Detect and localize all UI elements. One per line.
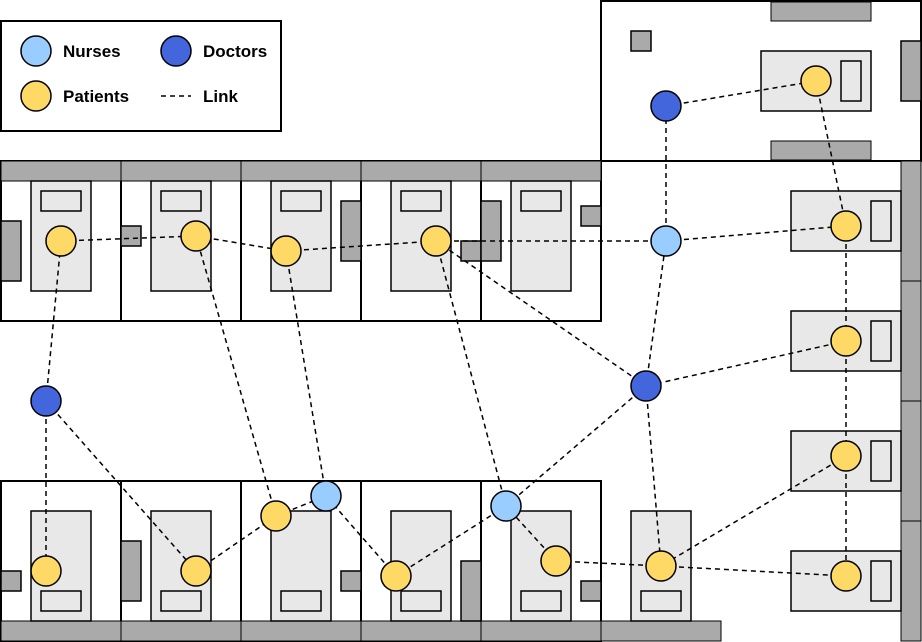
side-table xyxy=(580,580,602,602)
doctor-node-d2 xyxy=(630,370,662,402)
side-table xyxy=(0,220,22,282)
nurse-node-n1 xyxy=(650,225,682,257)
legend-nurse-marker xyxy=(20,35,52,67)
link-d2-n2 xyxy=(505,385,647,507)
top-right-wall-bar xyxy=(770,1,872,22)
pillow-right-4 xyxy=(870,560,892,602)
bottom-room-wall xyxy=(120,620,242,642)
side-table xyxy=(340,200,362,262)
side-table xyxy=(480,200,502,262)
top-room-wall xyxy=(480,160,602,182)
patient-node-p12 xyxy=(45,225,77,257)
pillow-bottom-3 xyxy=(280,590,322,612)
side-table xyxy=(0,570,22,592)
side-table xyxy=(340,570,362,592)
legend-patients-label: Patients xyxy=(63,87,129,106)
pillow-bottom-1 xyxy=(40,590,82,612)
pillow-bottom-5 xyxy=(520,590,562,612)
link-p8-p9 xyxy=(195,515,277,572)
pillow-top-right xyxy=(840,60,862,102)
legend: Nurses Doctors Patients Link xyxy=(0,20,282,132)
nurse-node-n2 xyxy=(490,490,522,522)
pillow-right-3 xyxy=(870,440,892,482)
patient-node-p8 xyxy=(180,555,212,587)
link-n2-p14 xyxy=(395,505,507,577)
side-table xyxy=(580,205,602,227)
top-right-cabinet xyxy=(630,30,652,52)
doctor-node-d3 xyxy=(650,90,682,122)
pillow-top-1 xyxy=(40,190,82,212)
patient-node-p13 xyxy=(420,225,452,257)
links-layer xyxy=(45,80,847,577)
side-table xyxy=(460,560,482,622)
patient-node-p4 xyxy=(645,550,677,582)
legend-patient-marker xyxy=(20,80,52,112)
link-n1-p1 xyxy=(665,225,847,242)
top-right-side-table xyxy=(900,40,922,102)
link-d2-n1 xyxy=(645,240,667,387)
link-p12-p10 xyxy=(60,235,197,242)
legend-nurses-label: Nurses xyxy=(63,42,121,61)
patient-node-p10 xyxy=(180,220,212,252)
nodes-layer xyxy=(30,65,862,592)
legend-doctors-label: Doctors xyxy=(203,42,267,61)
bottom-rooms xyxy=(0,480,722,642)
pillow-top-4 xyxy=(400,190,442,212)
bottom-room-wall xyxy=(480,620,602,642)
patient-node-p7 xyxy=(30,555,62,587)
top-room-wall xyxy=(0,160,122,182)
doctor-node-d1 xyxy=(30,385,62,417)
bottom-room-wall xyxy=(240,620,362,642)
pillow-top-5 xyxy=(520,190,562,212)
patient-node-p1 xyxy=(830,210,862,242)
link-p5-p1 xyxy=(815,80,847,227)
link-d3-p5 xyxy=(665,80,817,107)
top-room-wall xyxy=(360,160,482,182)
link-d2-p4 xyxy=(645,385,662,567)
pillow-top-3 xyxy=(280,190,322,212)
link-d1-p8 xyxy=(45,400,197,572)
side-table xyxy=(460,240,482,262)
top-room-wall xyxy=(120,160,242,182)
link-p9-p10 xyxy=(195,235,277,517)
legend-link-label: Link xyxy=(203,87,238,106)
bottom-room-wall xyxy=(0,620,122,642)
link-p11-p13 xyxy=(285,240,437,252)
patient-node-p9 xyxy=(260,500,292,532)
patient-node-p6 xyxy=(830,560,862,592)
pillow-top-2 xyxy=(160,190,202,212)
link-d2-p13 xyxy=(435,240,647,387)
side-table xyxy=(120,540,142,602)
top-right-wall-bar-bottom xyxy=(770,140,872,161)
patient-node-p14 xyxy=(380,560,412,592)
link-p4-p6 xyxy=(660,565,847,577)
pillow-bottom-4 xyxy=(400,590,442,612)
link-p2-d2 xyxy=(645,340,847,387)
patient-node-p11 xyxy=(270,235,302,267)
pillow-bottom-6 xyxy=(640,590,682,612)
bottom-room-wall xyxy=(360,620,482,642)
pillow-right-2 xyxy=(870,320,892,362)
link-p13-n2 xyxy=(435,240,507,507)
patient-node-p2 xyxy=(830,325,862,357)
side-table xyxy=(120,225,142,247)
pillow-bottom-2 xyxy=(160,590,202,612)
legend-box xyxy=(0,20,282,132)
patient-node-p5 xyxy=(800,65,832,97)
pillow-right-1 xyxy=(870,200,892,242)
nurse-node-n3 xyxy=(310,480,342,512)
patient-node-p15 xyxy=(540,545,572,577)
bottom-room-wall xyxy=(600,620,722,642)
patient-node-p3 xyxy=(830,440,862,472)
legend-doctor-marker xyxy=(160,35,192,67)
top-room-wall xyxy=(240,160,362,182)
